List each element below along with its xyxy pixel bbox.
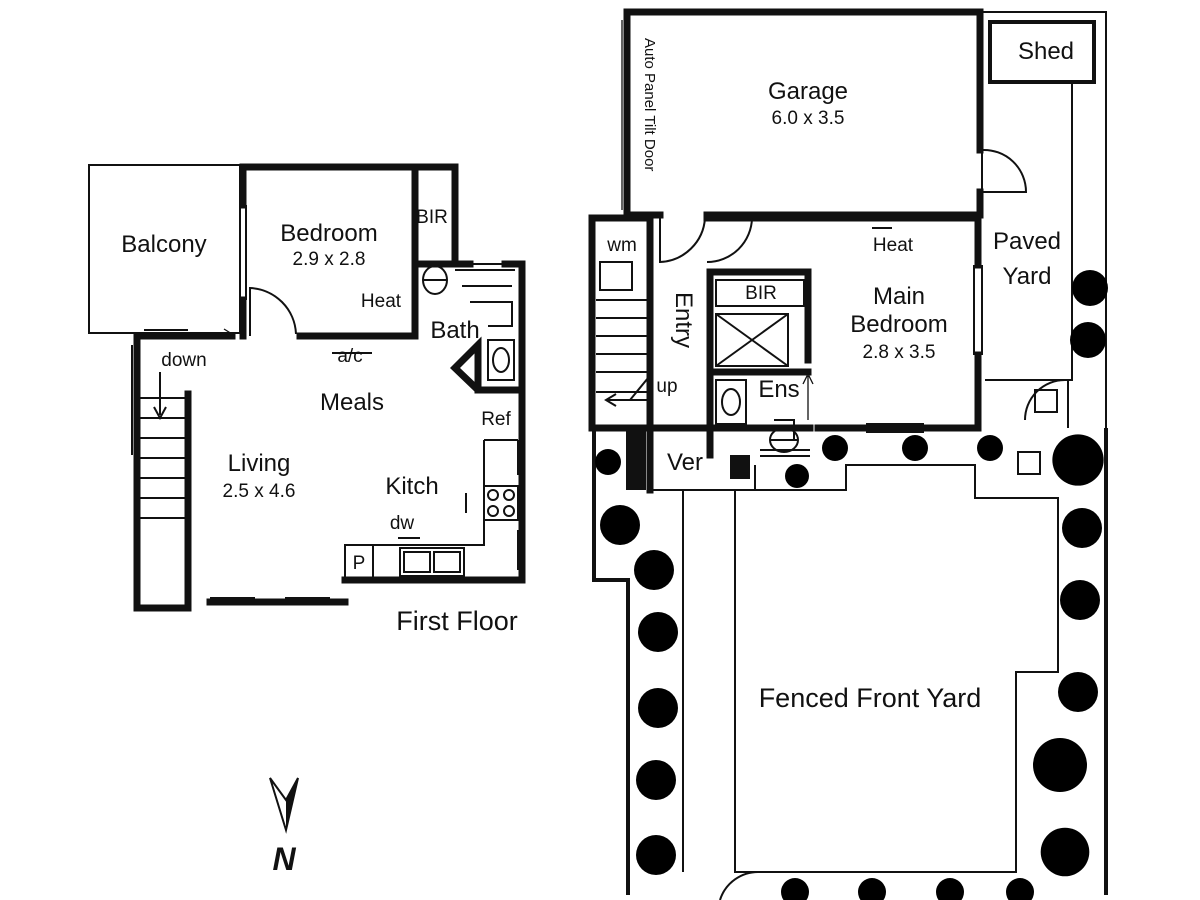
living-size: 2.5 x 4.6: [223, 481, 296, 502]
pantry-box: [344, 544, 374, 581]
tilt-door-label: Auto Panel Tilt Door: [641, 38, 658, 171]
main-bedroom-size: 2.8 x 3.5: [863, 342, 936, 363]
balcony-label: Balcony: [121, 231, 206, 258]
north-compass: N: [269, 777, 299, 877]
veranda-walls: [588, 424, 814, 494]
first-floor-plan: Balcony Bedroom 2.9 x 2.8 BIR Heat Bath …: [88, 163, 526, 636]
stair-arrow: [153, 372, 167, 421]
main-bedroom-walls: [703, 214, 982, 432]
bath-label: Bath: [430, 317, 479, 344]
ref-label: Ref: [481, 409, 511, 430]
pillar-right: [730, 455, 750, 479]
pillar-left: [626, 430, 646, 490]
yard-boundary: [980, 11, 1107, 428]
garden-trees: [595, 270, 1108, 900]
site-boundary: [592, 428, 1108, 895]
stairs-ground: [596, 299, 648, 393]
pantry-label: P: [353, 553, 366, 574]
north-label: N: [272, 841, 296, 877]
yard-label: Yard: [1003, 263, 1052, 290]
heat-label-first: Heat: [361, 291, 402, 312]
kitch-label: Kitch: [385, 473, 438, 500]
toilet-first: [422, 265, 449, 295]
living-walls: [133, 332, 526, 612]
cooktop: [483, 485, 519, 521]
stairs-first: [140, 397, 186, 519]
ground-floor-plan: Garage 6.0 x 3.5 Auto Panel Tilt Door Sh…: [588, 8, 1108, 900]
heat-label-ground: Heat: [873, 235, 914, 256]
basin-ground: [715, 379, 747, 425]
bedroom-label: Bedroom: [280, 220, 377, 247]
shower-box: [715, 313, 789, 367]
bedroom-size: 2.9 x 2.8: [293, 249, 366, 270]
dw-label: dw: [390, 513, 415, 534]
shed-label: Shed: [1018, 38, 1074, 65]
yard-door: [1024, 379, 1066, 421]
wm-machine: [599, 261, 633, 291]
bedroom-window: [866, 265, 983, 433]
paved-yard-inner: [985, 82, 1073, 428]
bath-walls: [411, 260, 526, 394]
paved-label: Paved: [993, 228, 1061, 255]
garage-size: 6.0 x 3.5: [772, 108, 845, 129]
shed-box: [988, 20, 1096, 84]
bir-label-first: BIR: [416, 207, 448, 228]
bedroom-door: [249, 286, 297, 336]
wm-laundry-walls: [588, 214, 654, 432]
kitchen-bench: [344, 439, 518, 580]
main-label: Main: [873, 283, 925, 310]
ver-label: Ver: [667, 449, 703, 476]
living-label: Living: [228, 450, 291, 477]
ens-arrow: [802, 372, 814, 420]
balcony-arrow: [190, 328, 234, 340]
down-label: down: [161, 350, 206, 371]
garage-side-door: [981, 148, 1028, 193]
main-bedroom-label: Bedroom: [850, 311, 947, 338]
entry-label: Entry: [670, 292, 697, 348]
ac-label: a/c: [337, 346, 362, 367]
bath-shower: [455, 269, 515, 327]
sink: [399, 547, 465, 577]
bir-label-ground: BIR: [745, 283, 777, 304]
basin-first: [487, 339, 515, 381]
meals-label: Meals: [320, 389, 384, 416]
ens-label: Ens: [758, 376, 799, 403]
up-label: up: [656, 376, 677, 397]
front-yard-label: Fenced Front Yard: [759, 683, 982, 713]
entry-door: [659, 215, 754, 264]
bir-box-ground: [715, 279, 805, 307]
garage-label: Garage: [768, 78, 848, 105]
first-floor-caption: First Floor: [396, 606, 518, 636]
wm-label: wm: [606, 235, 637, 256]
up-arrow: [604, 377, 652, 407]
